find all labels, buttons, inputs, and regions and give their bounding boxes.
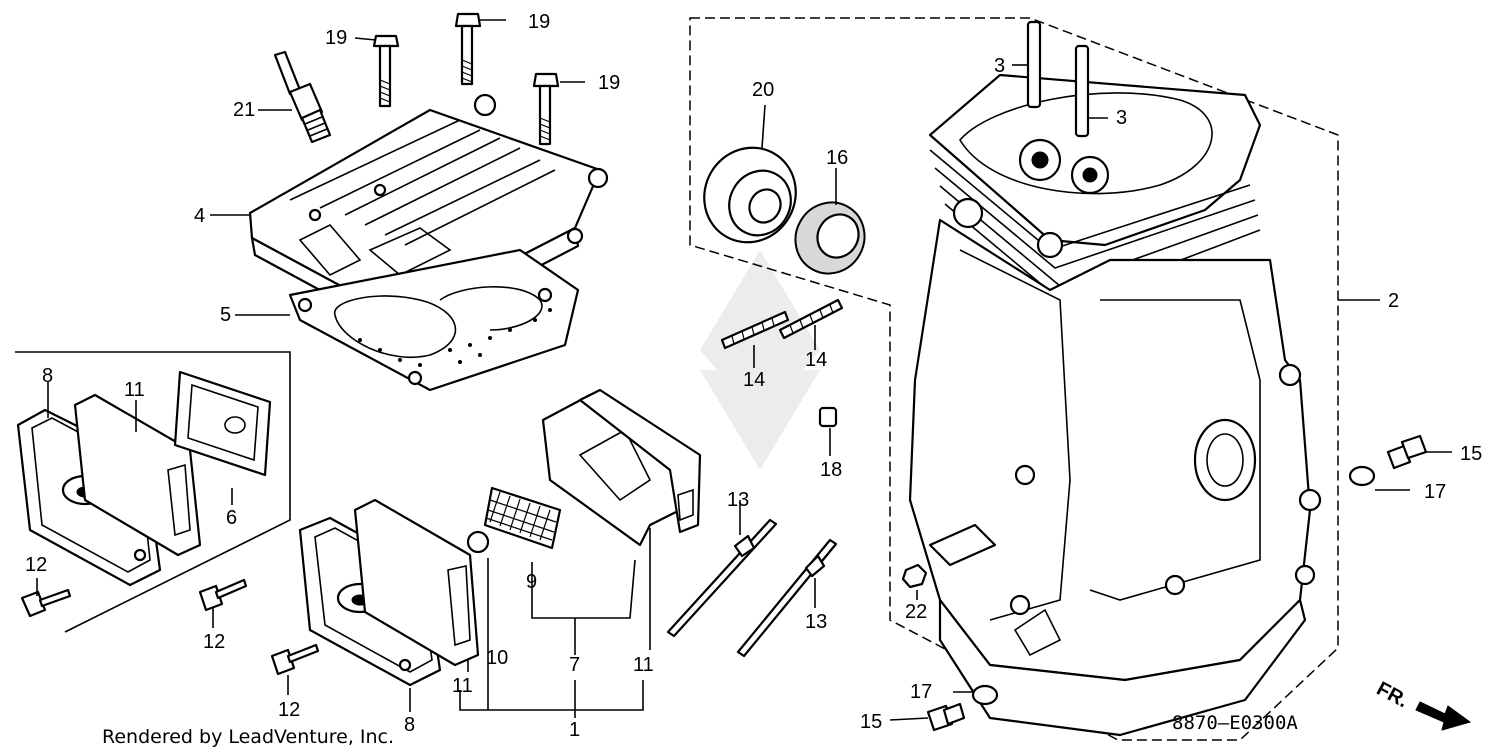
- diagram-code: 8870—E0300A: [1172, 712, 1298, 734]
- callout-4: 4: [194, 205, 206, 227]
- direction-arrow-icon: [1415, 701, 1472, 731]
- leader-lines: [36, 19, 1452, 721]
- callout-3-b: 3: [1116, 107, 1128, 129]
- callout-17-a: 17: [1424, 481, 1447, 503]
- callout-13-a: 13: [727, 489, 750, 511]
- callout-11-a: 11: [124, 379, 145, 401]
- bolt-12-c: [270, 643, 320, 676]
- callout-13-b: 13: [805, 611, 828, 633]
- bolt-12-a: [20, 588, 72, 618]
- callout-17-b: 17: [910, 681, 933, 703]
- head-gasket: [288, 248, 580, 392]
- callout-8-a: 8: [42, 365, 54, 387]
- bolt-15-bottom: [926, 702, 966, 732]
- gasket-11-left: [73, 393, 202, 557]
- callout-14-a: 14: [743, 369, 766, 391]
- callout-19-b: 19: [528, 11, 551, 33]
- callout-12-a: 12: [25, 554, 48, 576]
- callout-12-c: 12: [278, 699, 301, 721]
- assembly-boundary: [689, 17, 1339, 741]
- bolt-12-b: [198, 578, 248, 612]
- callout-22: 22: [905, 601, 928, 623]
- group-border-left: [15, 351, 291, 633]
- callout-9: 9: [526, 571, 538, 593]
- callout-6: 6: [226, 507, 238, 529]
- callout-20: 20: [752, 79, 775, 101]
- gasket-11-center: [353, 498, 480, 667]
- callout-2: 2: [1388, 290, 1400, 312]
- callout-19-c: 19: [598, 72, 621, 94]
- callout-16: 16: [826, 147, 849, 169]
- studs-3: [1026, 20, 1090, 138]
- callout-12-b: 12: [203, 631, 226, 653]
- washer-17-right: [1348, 465, 1376, 487]
- cylinder-block: [908, 73, 1322, 737]
- callout-10: 10: [486, 647, 509, 669]
- callout-19-a: 19: [325, 27, 348, 49]
- bolt-15-right: [1386, 434, 1428, 470]
- dowel-18: [818, 406, 838, 428]
- callout-1: 1: [569, 719, 581, 741]
- callout-21: 21: [233, 99, 256, 121]
- callout-15-a: 15: [1460, 443, 1483, 465]
- bearing-20: [703, 146, 797, 244]
- watermark-logo: [700, 250, 820, 470]
- nut-22: [901, 563, 928, 589]
- callout-7: 7: [569, 654, 581, 676]
- callout-3-a: 3: [994, 55, 1006, 77]
- callout-14-b: 14: [805, 349, 828, 371]
- ring-10: [466, 530, 490, 554]
- studs-14: [720, 298, 844, 350]
- oil-seal-16: [794, 201, 866, 275]
- callout-11-c: 11: [633, 654, 654, 676]
- breather-separator: [541, 388, 702, 547]
- spark-plug: [273, 50, 332, 144]
- studs-13: [666, 518, 838, 658]
- filter-9: [483, 486, 562, 550]
- bolts-19: [372, 12, 560, 146]
- washer-17-bottom: [971, 684, 999, 706]
- callout-18: 18: [820, 459, 843, 481]
- callout-15-b: 15: [860, 711, 883, 733]
- plate-6: [173, 370, 272, 477]
- footer-credit: Rendered by LeadVenture, Inc.: [102, 726, 395, 748]
- callout-5: 5: [220, 304, 232, 326]
- callout-11-b: 11: [452, 675, 473, 697]
- callout-8-b: 8: [404, 714, 416, 736]
